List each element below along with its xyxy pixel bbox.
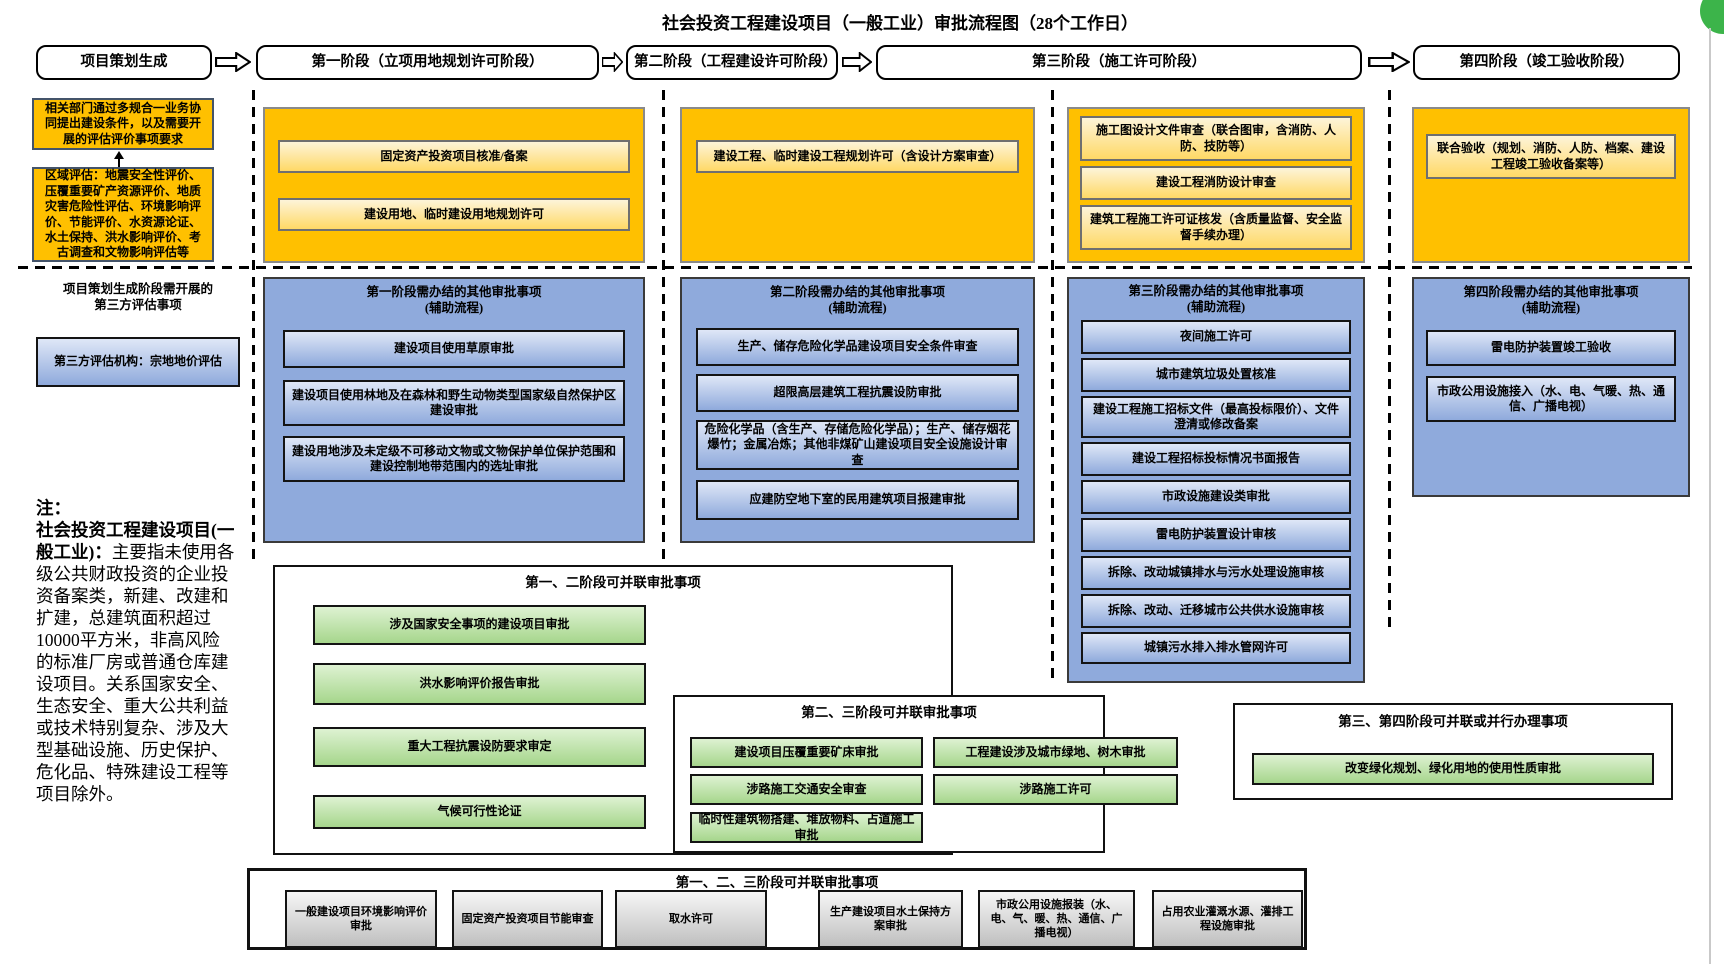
parallel-123-item: 固定资产投资项目节能审查 [452,890,603,948]
page-title: 社会投资工程建设项目（一般工业）审批流程图（28个工作日） [662,14,1138,33]
stage4-aux-item: 雷电防护装置竣工验收 [1426,330,1676,366]
column-divider-dashed [252,90,255,560]
parallel-23-title: 第二、三阶段可并联审批事项 [801,705,977,720]
stage1-main-panel [263,107,645,263]
stage1-main-item: 固定资产投资项目核准/备案 [278,140,630,173]
stage3-aux-item: 建设工程招标投标情况书面报告 [1081,442,1351,476]
stage3-aux-item: 雷电防护装置设计审核 [1081,518,1351,552]
stage3-aux-subtitle: (辅助流程) [1186,300,1246,315]
parallel-12-item: 重大工程抗震设防要求审定 [313,727,646,767]
stage2-aux-title-text: 第二阶段需办结的其他审批事项 [769,285,945,299]
header-stage2: 第二阶段（工程建设许可阶段） [626,45,838,80]
phase-divider-dashed [18,266,1692,269]
parallel-23-item: 工程建设涉及城市绿地、树木审批 [933,737,1178,768]
stage3-aux-title-text: 第三阶段需办结的其他审批事项 [1128,284,1304,298]
planning-aux-title-line2: 第三方评估事项 [94,298,182,313]
parallel-23-item: 涉路施工许可 [933,774,1178,805]
column-divider-dashed [662,90,665,560]
stage4-aux-title-text: 第四阶段需办结的其他审批事项 [1463,285,1639,299]
parallel-123-item: 生产建设项目水土保持方案审批 [818,890,963,948]
planning-aux-box: 第三方评估机构：宗地地价评估 [36,337,240,387]
stage2-aux-item: 危险化学品（含生产、存储危险化学品）；生产、储存烟花爆竹；金属冶炼；其他非煤矿山… [696,420,1019,470]
flow-arrow-icon [602,51,624,73]
parallel-34-title: 第三、第四阶段可并联或并行办理事项 [1338,714,1568,729]
stage1-aux-title-text: 第一阶段需办结的其他审批事项 [366,285,542,299]
stage4-aux-item: 市政公用设施接入（水、电、气暖、热、通信、广播电视） [1426,376,1676,422]
parallel-123-item: 取水许可 [615,890,767,948]
stage3-aux-title: 第三阶段需办结的其他审批事项 (辅助流程) [1067,283,1365,316]
parallel-12-item: 涉及国家安全事项的建设项目审批 [313,605,646,645]
stage3-aux-item: 城镇污水排入排水管网许可 [1081,632,1351,664]
page-edge-line [1709,28,1711,964]
parallel-12-title: 第一、二阶段可并联审批事项 [525,575,701,590]
stage3-aux-item: 建设工程施工招标文件（最高投标限价）、文件澄清或修改备案 [1081,396,1351,438]
stage4-aux-subtitle: (辅助流程) [1521,301,1581,316]
parallel-23-item: 涉路施工交通安全审查 [690,774,923,805]
planning-aux-title: 项目策划生成阶段需开展的 第三方评估事项 [30,281,246,314]
parallel-123-item: 占用农业灌溉水源、灌排工程设施审批 [1152,890,1303,948]
stage3-aux-item: 夜间施工许可 [1081,320,1351,354]
parallel-34-item: 改变绿化规划、绿化用地的使用性质审批 [1252,753,1654,785]
planning-condition-box: 相关部门通过多规合一业务协同提出建设条件，以及需要开展的评估评价事项要求 [32,98,214,150]
stage2-main-panel [680,107,1035,263]
column-divider-dashed [1051,90,1054,683]
stage3-main-item: 建设工程消防设计审查 [1080,166,1352,200]
stage3-aux-item: 市政设施建设类审批 [1081,480,1351,514]
corner-badge[interactable] [1700,0,1724,34]
column-divider-dashed [1388,90,1391,628]
note-body: 主要指未使用各级公共财政投资的企业投资备案类，新建、改建和扩建，总建筑面积超过1… [36,542,235,804]
parallel-123-item: 市政公用设施报装（水、电、气、暖、热、通信、广播电视） [978,890,1135,948]
stage3-main-item: 施工图设计文件审查（联合图审，含消防、人防、技防等） [1080,116,1352,161]
parallel-123-title: 第一、二、三阶段可并联审批事项 [675,875,879,890]
stage2-aux-title: 第二阶段需办结的其他审批事项 (辅助流程) [680,284,1035,317]
stage1-aux-subtitle: (辅助流程) [424,301,484,316]
parallel-23-item: 建设项目压覆重要矿床审批 [690,737,923,768]
planning-aux-title-line1: 项目策划生成阶段需开展的 [62,282,213,296]
planning-region-eval-box: 区域评估：地震安全性评价、压覆重要矿产资源评价、地质灾害危险性评估、环境影响评价… [32,167,214,262]
stage3-aux-item: 拆除、改动城镇排水与污水处理设施审核 [1081,556,1351,590]
stage2-aux-item: 生产、储存危险化学品建设项目安全条件审查 [696,328,1019,366]
stage2-aux-subtitle: (辅助流程) [828,301,887,316]
header-stage1: 第一阶段（立项用地规划许可阶段） [256,45,599,80]
stage2-main-item: 建设工程、临时建设工程规划许可（含设计方案审查） [696,140,1019,173]
header-planning: 项目策划生成 [36,45,212,80]
stage1-aux-item: 建设项目使用林地及在森林和野生动物类型国家级自然保护区建设审批 [283,380,625,426]
header-stage3: 第三阶段（施工许可阶段） [876,45,1362,80]
stage4-main-panel [1412,107,1690,263]
note-block: 注：社会投资工程建设项目(一般工业)：主要指未使用各级公共财政投资的企业投资备案… [36,497,236,805]
stage1-main-item: 建设用地、临时建设用地规划许可 [278,198,630,231]
flow-arrow-icon [842,51,873,73]
stage4-aux-title: 第四阶段需办结的其他审批事项 (辅助流程) [1412,284,1690,317]
note-label: 注： [36,498,71,518]
stage2-aux-item: 超限高层建筑工程抗震设防审批 [696,374,1019,412]
parallel-12-item: 气候可行性论证 [313,795,646,829]
header-stage4: 第四阶段（竣工验收阶段） [1413,45,1680,80]
flow-arrow-icon [215,51,252,73]
stage2-aux-item: 应建防空地下室的民用建筑项目报建审批 [696,480,1019,520]
stage3-main-item: 建筑工程施工许可证核发（含质量监督、安全监督手续办理） [1080,205,1352,250]
note-term: 社会投资工程建设项目(一般工业)： [36,520,235,562]
stage1-aux-item: 建设用地涉及未定级不可移动文物或文物保护单位保护范围和建设控制地带范围内的选址审… [283,436,625,482]
flow-arrow-icon [1368,51,1411,73]
stage4-main-item: 联合验收（规划、消防、人防、档案、建设工程竣工验收备案等） [1426,134,1676,179]
parallel-123-item: 一般建设项目环境影响评价审批 [285,890,437,948]
stage1-aux-title: 第一阶段需办结的其他审批事项 (辅助流程) [263,284,645,317]
parallel-23-item: 临时性建筑物搭建、堆放物料、占道施工审批 [690,812,923,843]
parallel-12-item: 洪水影响评价报告审批 [313,663,646,705]
up-arrow-icon [112,151,126,167]
stage3-aux-item: 拆除、改动、迁移城市公共供水设施审核 [1081,594,1351,628]
stage3-aux-item: 城市建筑垃圾处置核准 [1081,358,1351,392]
stage1-aux-item: 建设项目使用草原审批 [283,330,625,368]
